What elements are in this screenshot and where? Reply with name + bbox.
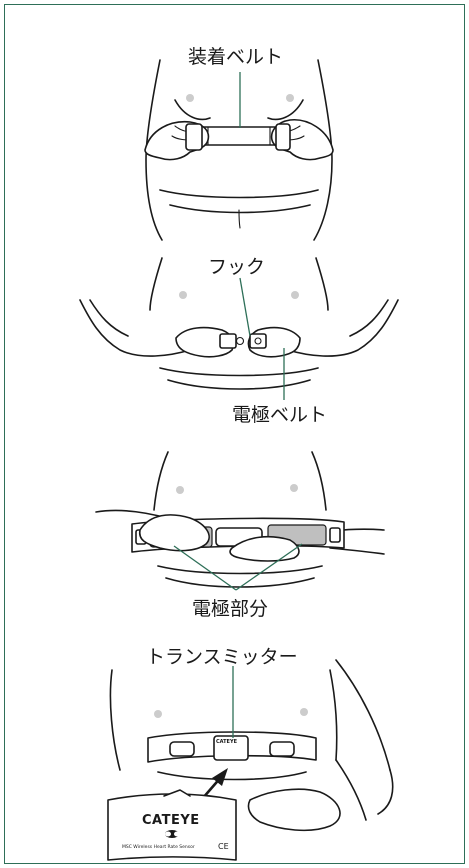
device-brand: CATEYE <box>142 814 200 827</box>
panel3-illustration <box>96 452 384 590</box>
device-ce-mark: CE <box>218 843 229 851</box>
device-model: MSC Wireless Heart Rate Sensor <box>122 846 195 851</box>
panel1-illustration <box>145 60 333 240</box>
electrode-part-label: 電極部分 <box>192 600 268 619</box>
panel4-illustration <box>108 660 393 860</box>
device-small-brand: CATEYE <box>216 740 237 745</box>
transmitter-label: トランスミッター <box>146 648 298 667</box>
hook-label: フック <box>208 258 265 277</box>
hook-left <box>220 334 236 348</box>
strap-belt-label: 装着ベルト <box>188 48 283 67</box>
panel2-illustration <box>80 258 398 400</box>
electrode-belt-label: 電極ベルト <box>232 406 327 425</box>
hook-right <box>250 334 266 348</box>
